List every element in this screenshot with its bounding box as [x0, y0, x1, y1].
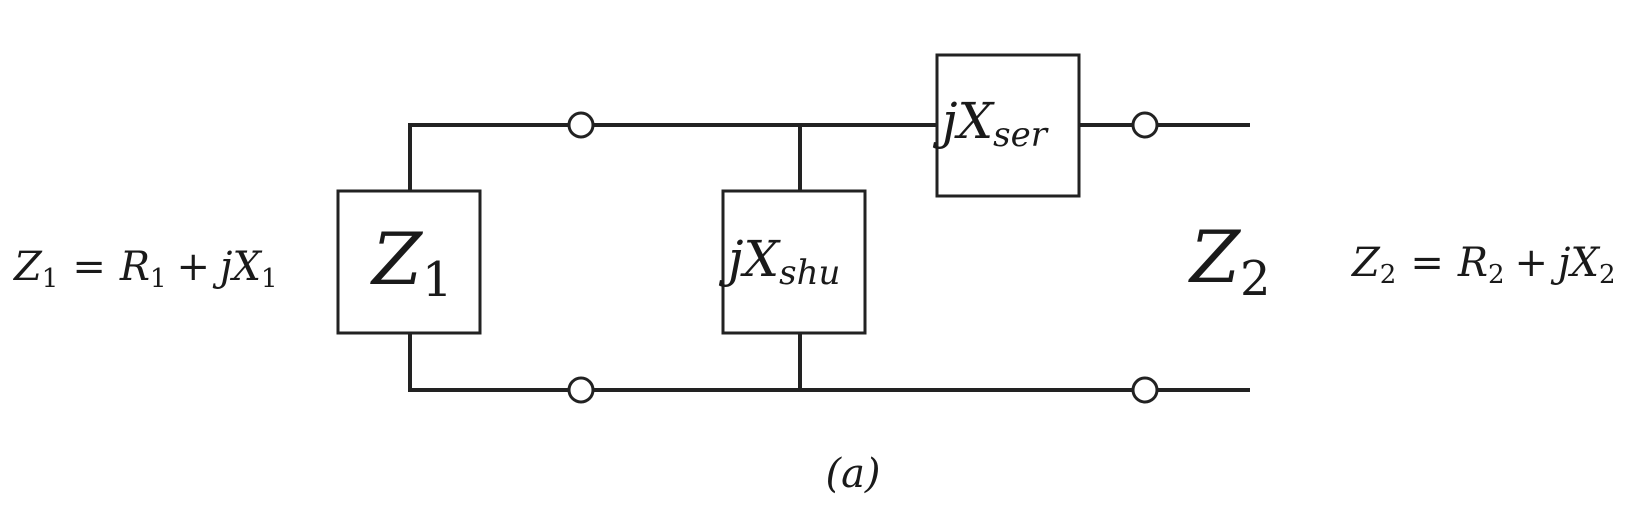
terminal-bottom-right [1131, 376, 1159, 404]
shunt-reactance-box [721, 189, 867, 335]
source-impedance-equation: Z1=R1+jX1 [12, 244, 277, 294]
figure-caption: (a) [825, 451, 880, 497]
wire-z1-top [408, 123, 570, 192]
terminal-top-right [1131, 111, 1159, 139]
z1-box-label: Z1 [370, 217, 453, 308]
terminals [567, 111, 1159, 404]
z1-box [336, 189, 482, 335]
circuit-wires [408, 123, 1250, 392]
z2-load-label: Z2 [1188, 215, 1271, 307]
wire-z1-bottom [408, 331, 570, 392]
terminal-top-left [567, 111, 595, 139]
terminal-bottom-left [567, 376, 595, 404]
load-impedance-equation: Z2=R2+jX2 [1350, 240, 1615, 290]
series-reactance-box [935, 53, 1081, 198]
